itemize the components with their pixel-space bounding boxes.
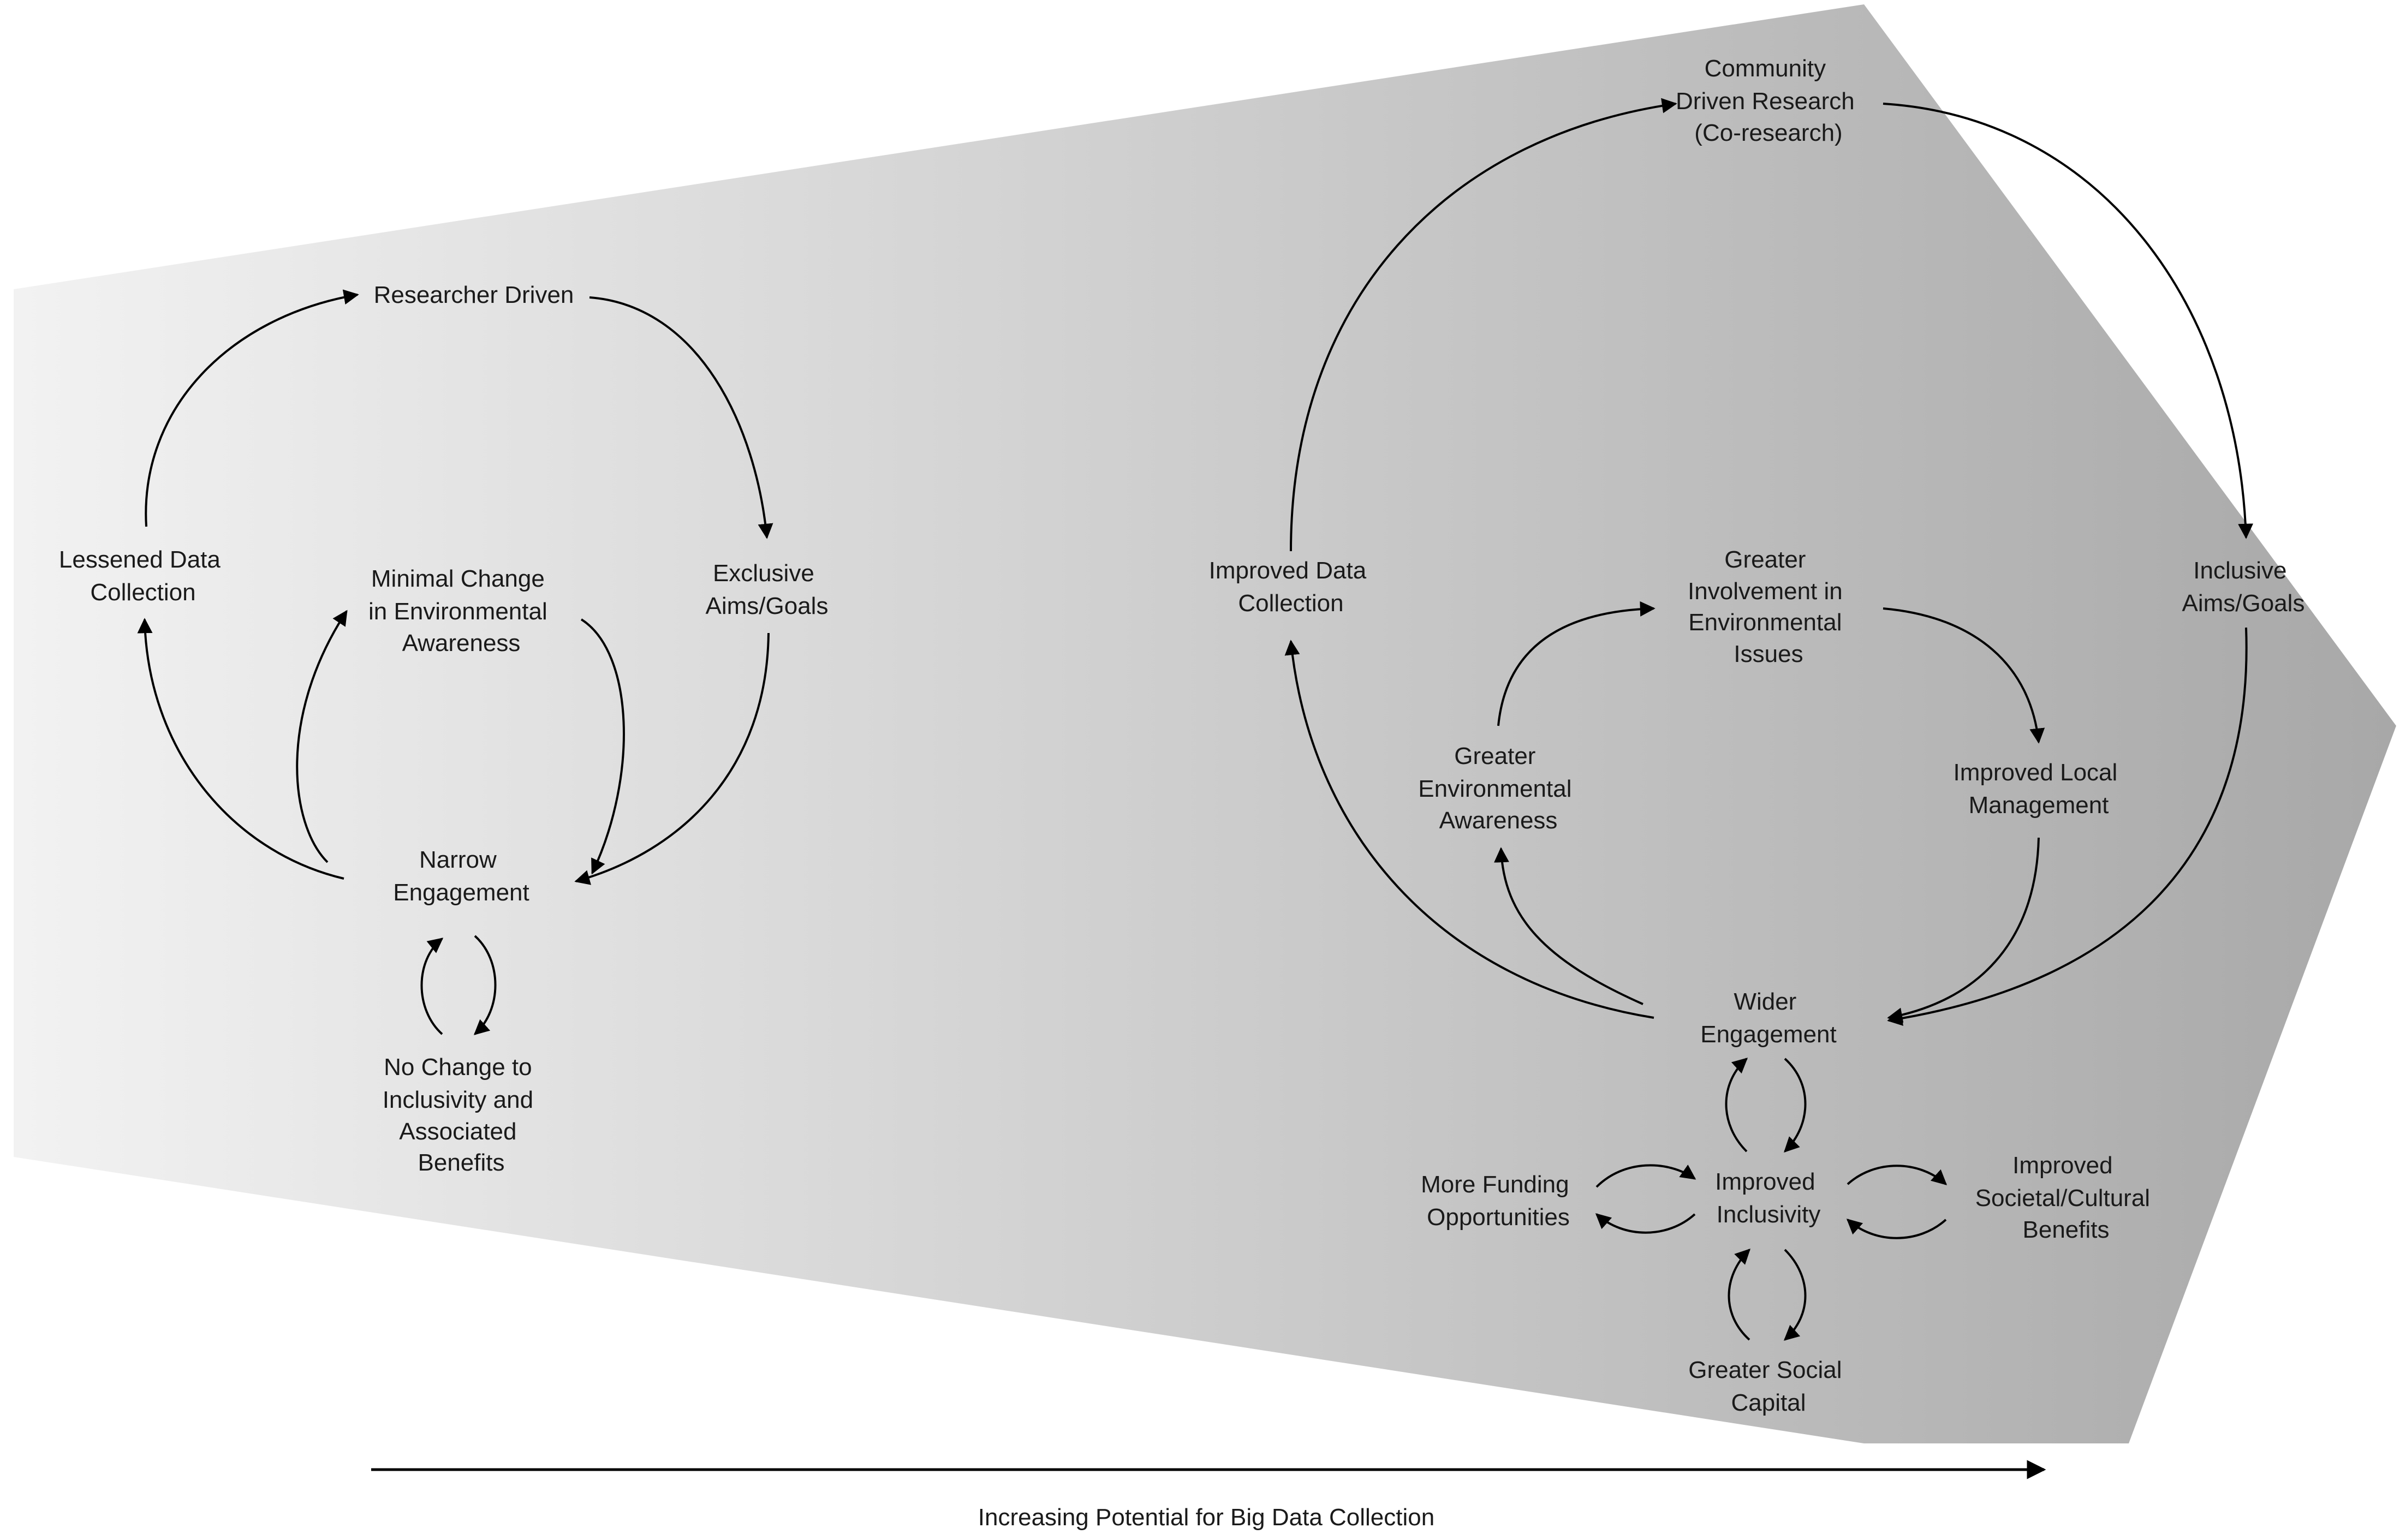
arrow-improved-data-to-community [1290,98,1677,552]
background-band [14,4,2396,1443]
arrow-local-mgmt-to-wider [1887,837,2040,1023]
arrow-hub-to-wider [1725,1058,1748,1153]
arrow-wider-to-hub [1784,1058,1807,1153]
node-improved-local-management: Improved Local Management [1953,759,2124,819]
arrow-inclusive-to-wider [1887,627,2248,1026]
arrow-researcher-to-exclusive [589,296,773,539]
arrow-exclusive-to-narrow [574,632,770,885]
arrow-hub-to-social [1783,1249,1807,1341]
arrow-hub-to-funding [1595,1213,1696,1234]
right-cycle: Community Driven Research (Co-research) … [1209,55,2305,1416]
arrow-societal-to-hub [1846,1219,1947,1239]
axis-label: Increasing Potential for Big Data Collec… [978,1504,1434,1531]
arrow-awareness-to-involvement [1497,601,1655,726]
node-wider-engagement: Wider Engagement [1700,988,1837,1048]
left-cycle: Researcher Driven Exclusive Aims/Goals L… [59,282,829,1176]
node-improved-inclusivity: Improved Inclusivity [1715,1168,1822,1228]
node-narrow-engagement: Narrow Engagement [393,846,529,906]
arrow-lessened-to-researcher [145,289,359,527]
arrow-minimal-to-narrow [580,618,625,875]
node-greater-involvement: Greater Involvement in Environmental Iss… [1688,546,1849,667]
arrow-wider-to-improved-data [1284,640,1654,1019]
arrow-narrow-to-minimal [296,610,348,863]
node-improved-data-collection: Improved Data Collection [1209,557,1373,617]
node-lessened-data-collection: Lessened Data Collection [59,546,227,606]
node-inclusive-aims: Inclusive Aims/Goals [2182,557,2305,617]
arrow-social-to-hub [1728,1249,1750,1341]
node-no-change-inclusivity: No Change to Inclusivity and Associated … [383,1054,540,1176]
arrow-nochange-to-narrow [420,938,444,1035]
node-exclusive-aims: Exclusive Aims/Goals [706,560,829,619]
node-greater-social-capital: Greater Social Capital [1688,1357,1848,1416]
node-greater-environmental-awareness: Greater Environmental Awareness [1418,743,1579,834]
arrow-wider-to-awareness [1494,847,1643,1005]
arrow-community-to-inclusive [1883,103,2254,539]
node-improved-societal-benefits: Improved Societal/Cultural Benefits [1975,1152,2157,1243]
arrow-narrow-to-nochange [473,935,497,1035]
arrow-hub-to-societal [1847,1165,1948,1185]
node-community-driven-research: Community Driven Research (Co-research) [1676,55,1861,146]
node-more-funding: More Funding Opportunities [1421,1171,1576,1231]
arrow-funding-to-hub [1595,1164,1696,1188]
arrow-narrow-to-lessened [137,618,344,880]
node-researcher-driven: Researcher Driven [374,282,574,308]
node-minimal-change: Minimal Change in Environmental Awarenes… [368,565,554,656]
arrow-involvement-to-local-mgmt [1883,607,2045,744]
